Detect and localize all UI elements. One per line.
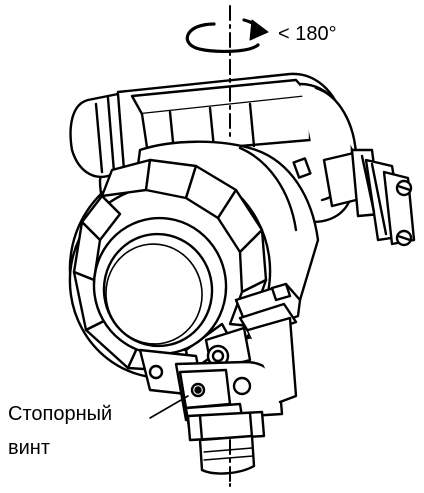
rotation-limit-label: < 180° bbox=[278, 23, 337, 45]
lock-screw-label-line2: винт bbox=[8, 437, 51, 459]
cable-gland bbox=[322, 148, 416, 247]
rotation-arrow-icon bbox=[185, 18, 262, 54]
rotation-arrowhead bbox=[249, 19, 269, 41]
process-connection bbox=[186, 410, 266, 475]
lock-screw-label-line1: Стопорный bbox=[8, 403, 113, 425]
lock-screw-leader bbox=[149, 395, 189, 419]
